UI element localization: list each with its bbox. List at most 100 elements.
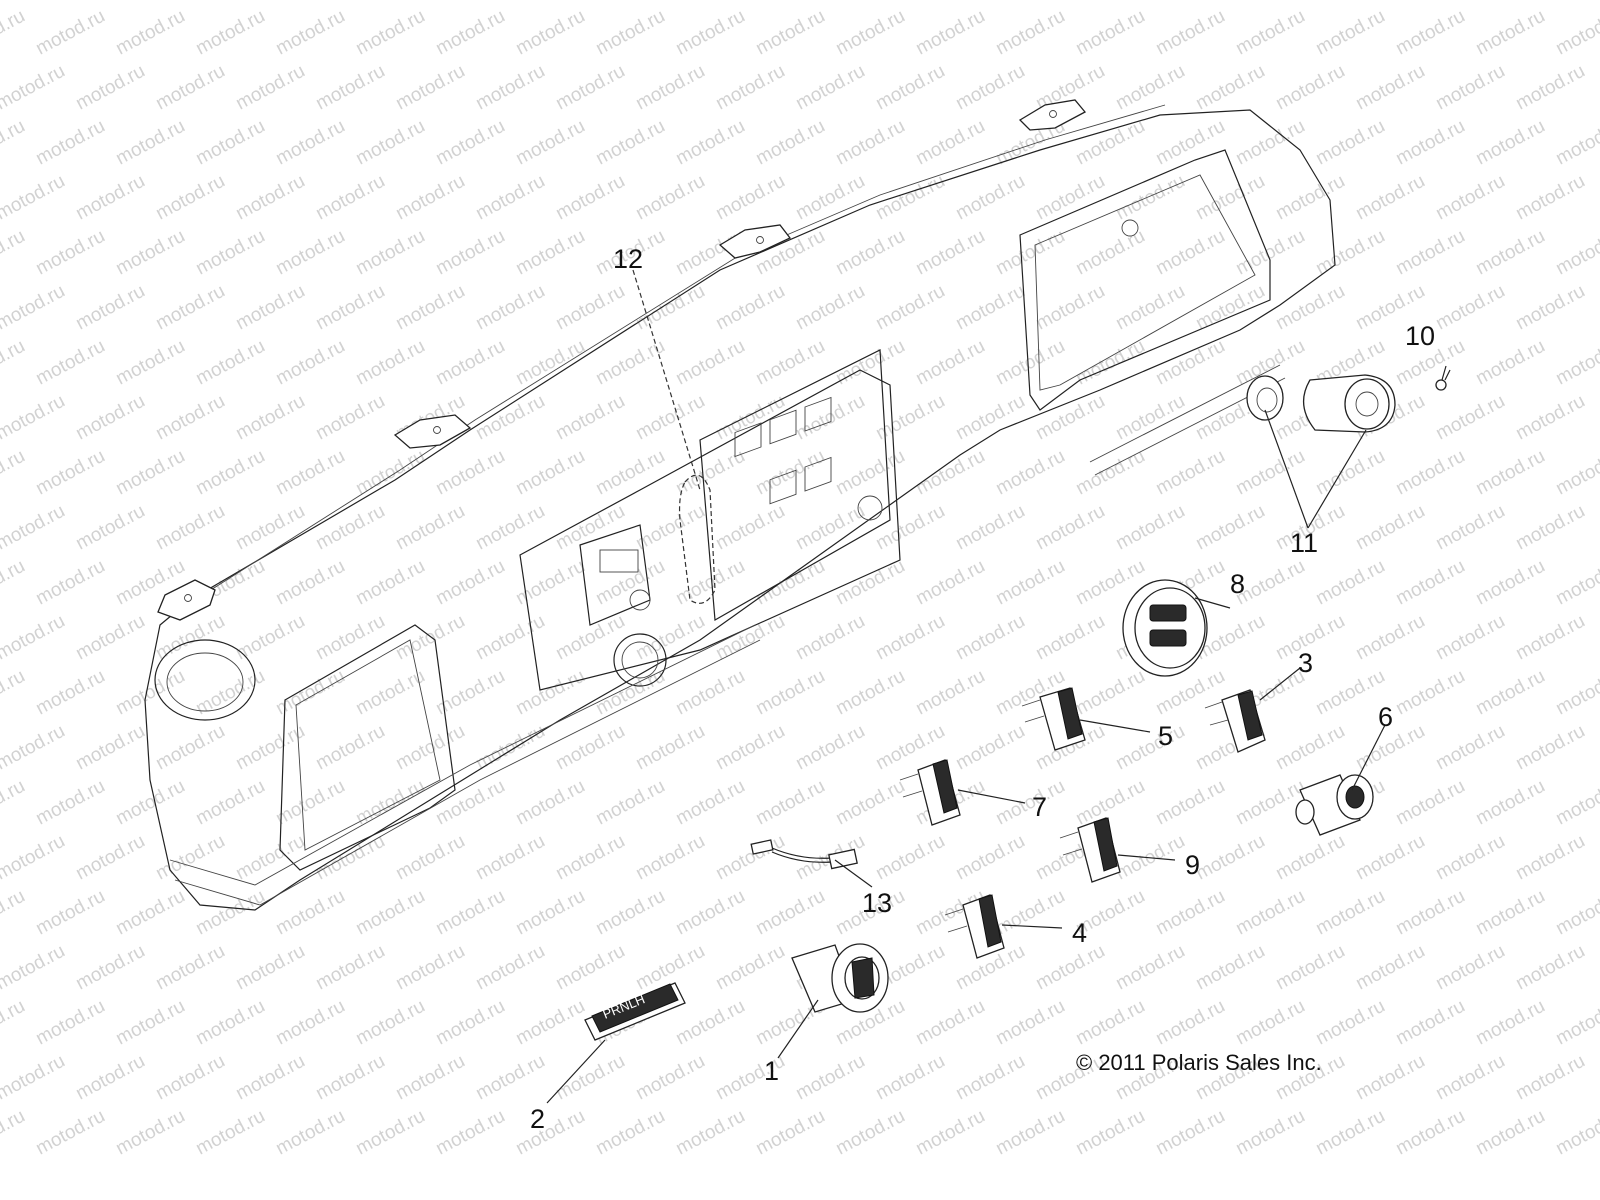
watermark-text: motod.ru (1112, 281, 1188, 335)
watermark-text: motod.ru (632, 501, 708, 555)
watermark-text: motod.ru (952, 61, 1028, 115)
watermark-text: motod.ru (672, 776, 748, 830)
watermark-text: motod.ru (512, 6, 588, 60)
watermark-text: motod.ru (312, 1051, 388, 1105)
watermark-text: motod.ru (392, 1051, 468, 1105)
watermark-text: motod.ru (1392, 116, 1468, 170)
watermark-text: motod.ru (472, 831, 548, 885)
watermark-text: motod.ru (552, 831, 628, 885)
watermark-text: motod.ru (232, 941, 308, 995)
watermark-text: motod.ru (1432, 171, 1508, 225)
watermark-text: motod.ru (392, 941, 468, 995)
watermark-text: motod.ru (1272, 721, 1348, 775)
watermark-text: motod.ru (1512, 61, 1588, 115)
watermark-text: motod.ru (632, 171, 708, 225)
watermark-text: motod.ru (1192, 171, 1268, 225)
watermark-text: motod.ru (232, 501, 308, 555)
watermark-text: motod.ru (392, 721, 468, 775)
watermark-text: motod.ru (1272, 831, 1348, 885)
watermark-text: motod.ru (312, 61, 388, 115)
watermark-text: motod.ru (1352, 941, 1428, 995)
watermark-text: motod.ru (312, 501, 388, 555)
watermark-text: motod.ru (1152, 1106, 1228, 1160)
watermark-text: motod.ru (512, 776, 588, 830)
watermark-text: motod.ru (512, 666, 588, 720)
watermark-text: motod.ru (1392, 1106, 1468, 1160)
watermark-text: motod.ru (192, 886, 268, 940)
watermark-text: motod.ru (1072, 666, 1148, 720)
watermark-text: motod.ru (0, 556, 29, 610)
watermark-text: motod.ru (32, 226, 108, 280)
watermark-text: motod.ru (1432, 501, 1508, 555)
watermark-text: motod.ru (152, 171, 228, 225)
watermark-text: motod.ru (352, 6, 428, 60)
watermark-text: motod.ru (352, 886, 428, 940)
watermark-text: motod.ru (32, 556, 108, 610)
watermark-text: motod.ru (192, 776, 268, 830)
watermark-text: motod.ru (1272, 171, 1348, 225)
watermark-text: motod.ru (552, 611, 628, 665)
watermark-text: motod.ru (512, 336, 588, 390)
watermark-text: motod.ru (592, 116, 668, 170)
watermark-text: motod.ru (72, 611, 148, 665)
watermark-text: motod.ru (912, 446, 988, 500)
watermark-text: motod.ru (1192, 501, 1268, 555)
part-10-screw (1435, 369, 1451, 391)
watermark-text: motod.ru (1312, 996, 1388, 1050)
watermark-text: motod.ru (712, 501, 788, 555)
watermark-text: motod.ru (952, 281, 1028, 335)
watermark-text: motod.ru (192, 336, 268, 390)
watermark-text: motod.ru (272, 556, 348, 610)
watermark-text: motod.ru (512, 116, 588, 170)
watermark-text: motod.ru (0, 336, 29, 390)
watermark-text: motod.ru (1552, 666, 1600, 720)
watermark-text: motod.ru (912, 6, 988, 60)
watermark-text: motod.ru (312, 941, 388, 995)
watermark-text: motod.ru (472, 0, 548, 4)
watermark-text: motod.ru (0, 6, 29, 60)
watermark-text: motod.ru (72, 1051, 148, 1105)
watermark-text: motod.ru (712, 721, 788, 775)
watermark-text: motod.ru (272, 666, 348, 720)
watermark-text: motod.ru (112, 996, 188, 1050)
watermark-text: motod.ru (1392, 6, 1468, 60)
watermark-text: motod.ru (832, 116, 908, 170)
watermark-text: motod.ru (832, 336, 908, 390)
watermark-text: motod.ru (472, 1051, 548, 1105)
watermark-text: motod.ru (352, 776, 428, 830)
watermark-text: motod.ru (1312, 446, 1388, 500)
watermark-text: motod.ru (1352, 1051, 1428, 1105)
watermark-text: motod.ru (0, 501, 69, 555)
watermark-text: motod.ru (712, 941, 788, 995)
watermark-text: motod.ru (472, 941, 548, 995)
watermark-text: motod.ru (632, 1051, 708, 1105)
watermark-text: motod.ru (72, 941, 148, 995)
watermark-text: motod.ru (432, 1106, 508, 1160)
callout-12: 12 (613, 244, 643, 274)
watermark-text: motod.ru (32, 776, 108, 830)
watermark-text: motod.ru (912, 116, 988, 170)
watermark-text: motod.ru (552, 391, 628, 445)
watermark-text: motod.ru (72, 391, 148, 445)
watermark-text: motod.ru (0, 281, 69, 335)
watermark-text: motod.ru (1112, 941, 1188, 995)
watermark-text: motod.ru (1472, 1106, 1548, 1160)
watermark-text: motod.ru (1512, 1051, 1588, 1105)
watermark-text: motod.ru (152, 61, 228, 115)
leader-lines (546, 269, 1447, 1104)
watermark-text: motod.ru (1112, 721, 1188, 775)
watermark-text: motod.ru (512, 996, 588, 1050)
callout-5: 5 (1158, 721, 1173, 751)
watermark-text: motod.ru (712, 171, 788, 225)
watermark-text: motod.ru (1552, 336, 1600, 390)
watermark-text: motod.ru (352, 336, 428, 390)
watermark-text: motod.ru (72, 721, 148, 775)
watermark-text: motod.ru (192, 1106, 268, 1160)
watermark-text: motod.ru (0, 721, 69, 775)
watermark-text: motod.ru (552, 501, 628, 555)
watermark-text: motod.ru (72, 501, 148, 555)
watermark-text: motod.ru (112, 6, 188, 60)
callout-8: 8 (1230, 569, 1245, 599)
watermark-text: motod.ru (832, 556, 908, 610)
watermark-text: motod.ru (0, 886, 29, 940)
